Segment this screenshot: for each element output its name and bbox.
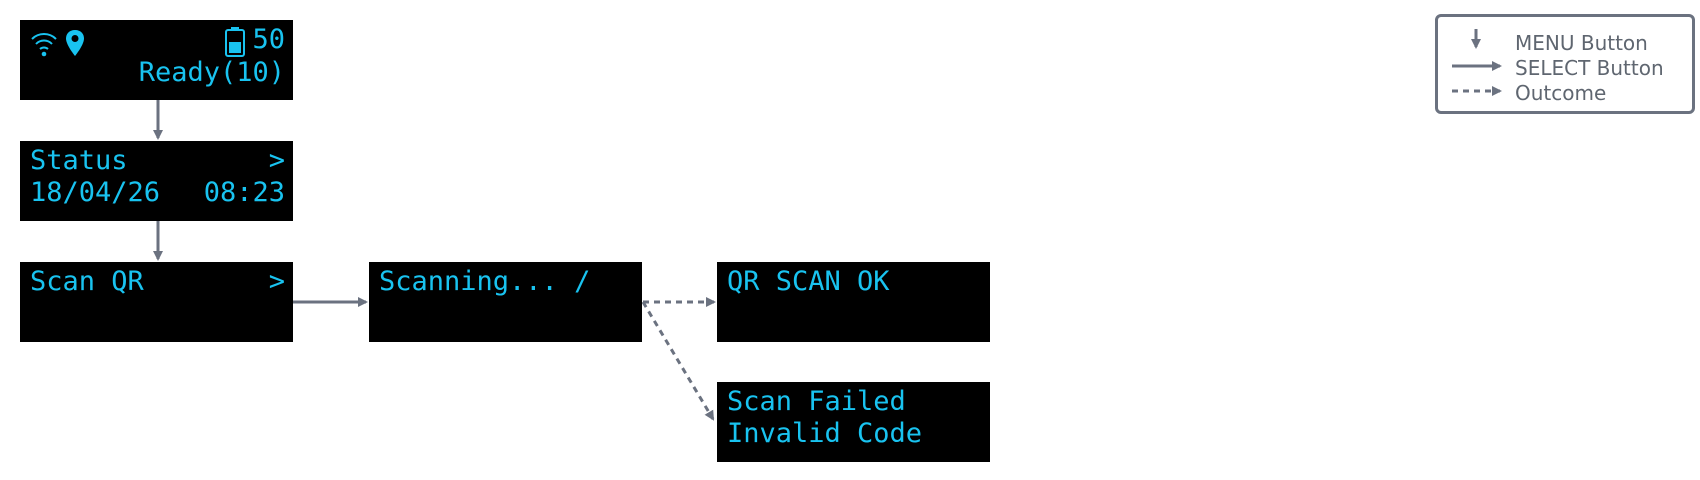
- chevron-right-icon: >: [268, 145, 285, 176]
- battery-level: 50: [252, 24, 285, 55]
- status-date: 18/04/26: [30, 177, 161, 208]
- outcome-arrow-to-failed: [641, 301, 715, 421]
- location-pin-icon: [66, 30, 84, 56]
- home-screen: 50 Ready(10): [20, 20, 293, 100]
- wifi-icon: [31, 33, 57, 57]
- scanning-screen: Scanning... /: [369, 262, 642, 342]
- scan-failed-line1: Scan Failed: [727, 386, 906, 417]
- status-title: Status: [30, 145, 128, 176]
- scan-ok-screen: QR SCAN OK: [717, 262, 990, 342]
- legend-swatches: [1452, 29, 1502, 96]
- scan-qr-screen: Scan QR >: [20, 262, 293, 342]
- scan-qr-title: Scan QR: [30, 266, 144, 297]
- status-time: 08:23: [203, 177, 285, 208]
- legend-outcome-label: Outcome: [1515, 81, 1607, 105]
- scanning-title: Scanning... /: [379, 266, 591, 297]
- legend: MENU Button SELECT Button Outcome: [1435, 14, 1695, 114]
- status-screen: Status > 18/04/26 08:23: [20, 141, 293, 221]
- scan-ok-title: QR SCAN OK: [727, 266, 890, 297]
- scan-failed-line2: Invalid Code: [727, 418, 923, 449]
- battery-icon: [225, 27, 245, 57]
- legend-select-label: SELECT Button: [1515, 56, 1664, 80]
- scan-failed-screen: Scan Failed Invalid Code: [717, 382, 990, 462]
- legend-menu-label: MENU Button: [1515, 31, 1648, 55]
- chevron-right-icon: >: [268, 266, 285, 297]
- ready-status: Ready(10): [138, 57, 285, 88]
